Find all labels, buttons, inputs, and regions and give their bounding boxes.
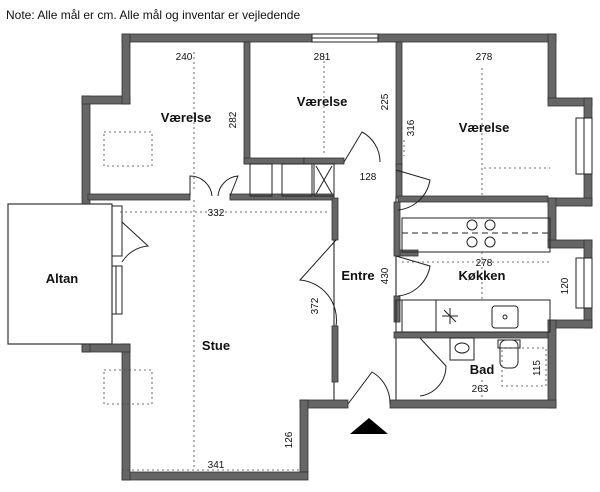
room-label-vaerelse-2: Værelse bbox=[297, 94, 348, 109]
dimension-372: 372 bbox=[310, 297, 321, 314]
dimension-332: 332 bbox=[208, 208, 225, 219]
room-label-altan: Altan bbox=[46, 271, 79, 286]
room-label-koekken: Køkken bbox=[459, 268, 506, 283]
room-label-stue: Stue bbox=[202, 338, 230, 353]
disclaimer-note: Note: Alle mål er cm. Alle mål og invent… bbox=[6, 8, 301, 22]
dimension-278-kitchen: 278 bbox=[476, 258, 493, 269]
dimension-126: 126 bbox=[284, 431, 295, 448]
dimension-263: 263 bbox=[472, 384, 489, 395]
dimension-341: 341 bbox=[208, 460, 225, 471]
entrance-marker-icon bbox=[350, 418, 388, 434]
dimension-316: 316 bbox=[406, 119, 417, 136]
dimension-225: 225 bbox=[380, 93, 391, 110]
dimension-120: 120 bbox=[560, 277, 571, 294]
dimension-240: 240 bbox=[176, 52, 193, 63]
dimension-282: 282 bbox=[228, 111, 239, 128]
room-label-bad: Bad bbox=[470, 362, 495, 377]
room-label-vaerelse-1: Værelse bbox=[161, 110, 212, 125]
dimension-430: 430 bbox=[380, 267, 391, 284]
balcony-outline bbox=[7, 203, 113, 345]
dimension-128: 128 bbox=[360, 172, 377, 183]
dimension-281: 281 bbox=[314, 52, 331, 63]
dimension-115: 115 bbox=[532, 360, 543, 376]
room-label-entre: Entre bbox=[341, 268, 374, 283]
dimension-278-top: 278 bbox=[476, 52, 493, 63]
room-label-vaerelse-3: Værelse bbox=[459, 120, 510, 135]
